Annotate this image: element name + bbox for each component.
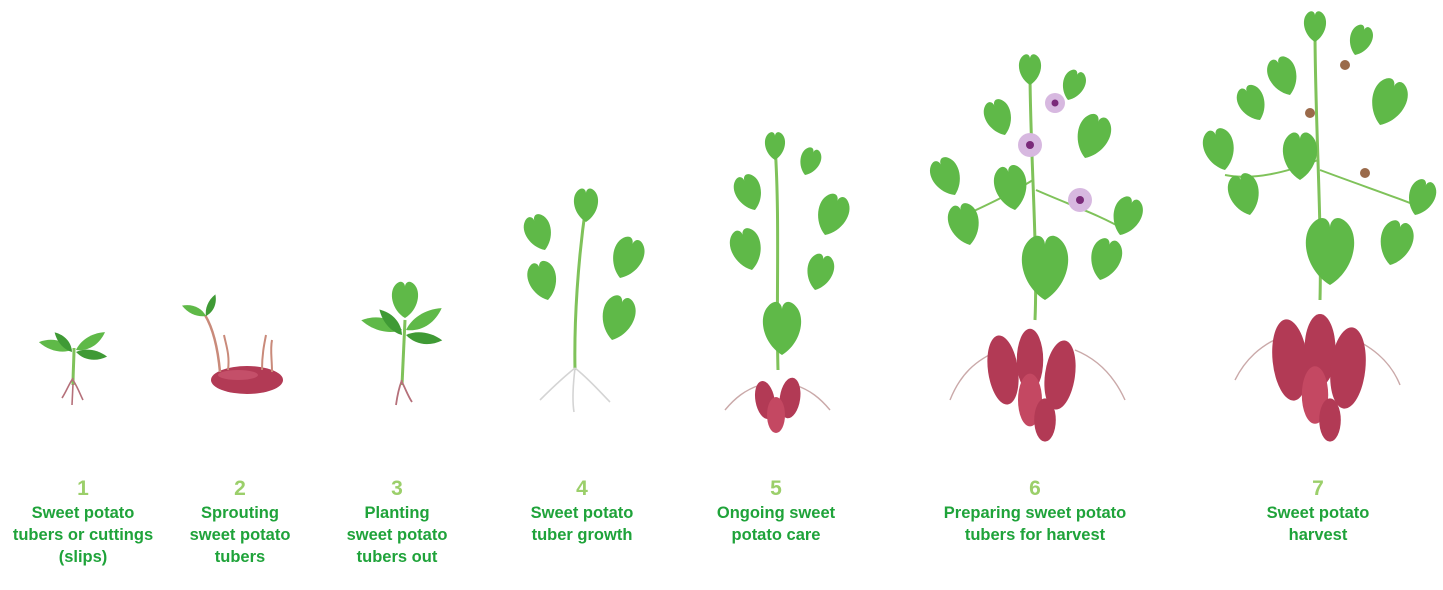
- stage-4: 4 Sweet potato tuber growth: [507, 476, 657, 546]
- stage-number: 2: [175, 476, 305, 502]
- stage-number: 3: [332, 476, 462, 502]
- stage-3-illustration: [360, 282, 446, 405]
- stage-label: Sweet potato harvest: [1243, 502, 1393, 546]
- stage-label: Planting sweet potato tubers out: [332, 502, 462, 568]
- stage-number: 6: [910, 476, 1160, 502]
- stage-5-illustration: [725, 132, 854, 433]
- stage-2-illustration: [181, 293, 283, 394]
- stage-6: 6 Preparing sweet potato tubers for harv…: [910, 476, 1160, 546]
- stage-2: 2 Sprouting sweet potato tubers: [175, 476, 305, 568]
- stage-label: Sprouting sweet potato tubers: [175, 502, 305, 568]
- stage-6-illustration: [926, 54, 1147, 441]
- stage-3: 3 Planting sweet potato tubers out: [332, 476, 462, 568]
- stage-number: 4: [507, 476, 657, 502]
- stage-label: Preparing sweet potato tubers for harves…: [910, 502, 1160, 546]
- stage-label: Sweet potato tuber growth: [507, 502, 657, 546]
- stage-label: Ongoing sweet potato care: [691, 502, 861, 546]
- stage-label: Sweet potato tubers or cuttings (slips): [8, 502, 158, 568]
- stage-number: 7: [1243, 476, 1393, 502]
- stage-7: 7 Sweet potato harvest: [1243, 476, 1393, 546]
- stage-1-illustration: [38, 329, 108, 405]
- stage-4-illustration: [520, 188, 648, 412]
- stage-5: 5 Ongoing sweet potato care: [691, 476, 861, 546]
- stage-number: 5: [691, 476, 861, 502]
- stage-number: 1: [8, 476, 158, 502]
- stage-1: 1 Sweet potato tubers or cuttings (slips…: [8, 476, 158, 568]
- stage-7-illustration: [1200, 11, 1440, 441]
